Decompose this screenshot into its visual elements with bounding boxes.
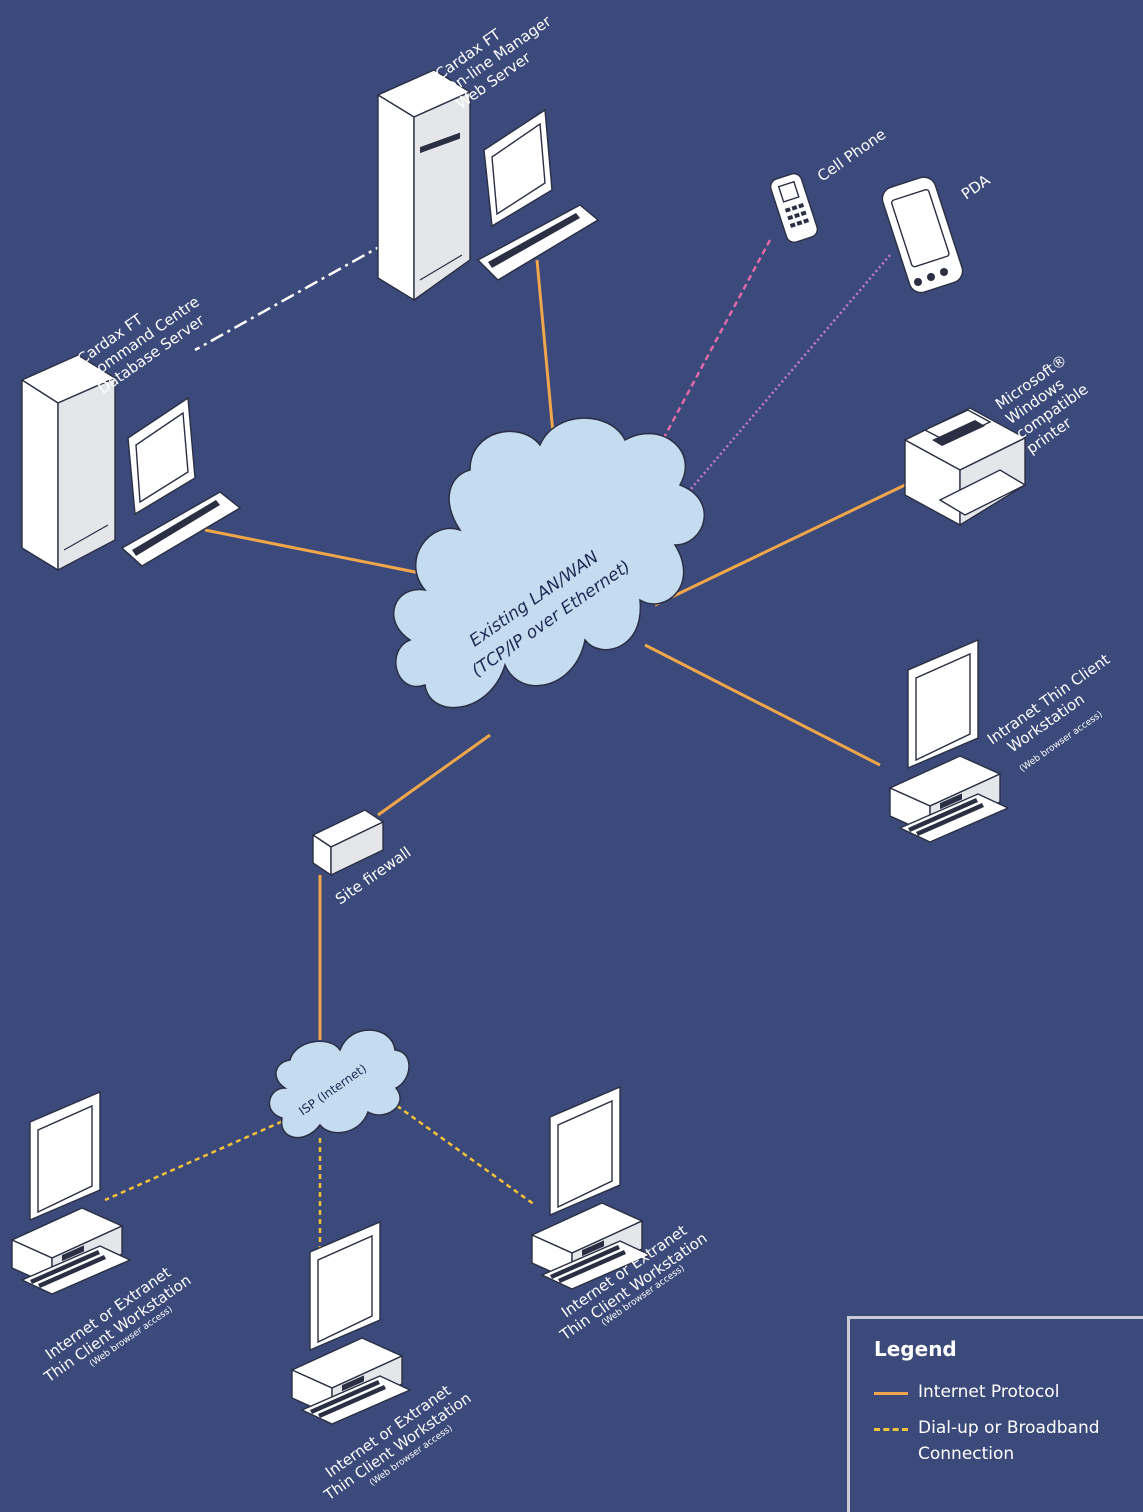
legend-item-label: Dial-up or Broadband Connection — [918, 1418, 1100, 1464]
link-web-db-server — [194, 240, 389, 352]
internet-protocol-links — [204, 259, 906, 1040]
site-firewall: Site firewall — [311, 809, 414, 908]
link-intranet-ws-lan — [644, 643, 881, 767]
legend-item-label: Internet Protocol — [918, 1382, 1060, 1402]
link-pda — [689, 254, 891, 491]
db-server: Cardax FT Command Centre Database Server — [20, 275, 242, 572]
ext-workstation-left: Internet or Extranet Thin Client Worksta… — [11, 1091, 194, 1387]
web-server: Cardax FT On-line Manager Web Server — [376, 0, 600, 302]
intranet-ws-label-line-1: Intranet Thin Client — [984, 650, 1113, 748]
svg-text:Cardax FT Command Centre: Cardax FT Command Centre Database Server — [74, 275, 217, 398]
link-web-server-lan — [535, 259, 557, 456]
printer: Microsoft® Windows compatible printer — [903, 351, 1092, 527]
lan-cloud: Existing LAN/WAN (TCP/IP over Ethernet) — [392, 417, 705, 709]
cell-phone-label: Cell Phone — [814, 125, 889, 185]
link-db-server-lan — [204, 528, 456, 582]
legend-item-internet-protocol: Internet Protocol — [874, 1379, 1143, 1405]
legend-item-dialup: Dial-up or Broadband Connection — [874, 1415, 1143, 1467]
legend-dashed-line-swatch — [874, 1428, 908, 1431]
link-printer-lan — [654, 483, 906, 607]
intranet-workstation: Intranet Thin Client Workstation (Web br… — [889, 639, 1113, 843]
link-isp-ext-left — [104, 1116, 291, 1202]
legend-title: Legend — [874, 1337, 957, 1361]
isp-cloud: ISP (Internet) — [268, 1029, 410, 1139]
cell-phone: Cell Phone — [769, 125, 889, 243]
ext-workstation-right: Internet or Extranet Thin Client Worksta… — [531, 1086, 710, 1345]
link-isp-ext-right — [374, 1088, 536, 1207]
link-lan-firewall — [377, 733, 491, 817]
link-cell-phone — [658, 239, 772, 446]
legend: Legend Internet Protocol Dial-up or Broa… — [847, 1316, 1143, 1512]
svg-text:Cardax FT On-line Manage: Cardax FT On-line Manager Web Server — [432, 0, 569, 113]
ext-workstation-bottom: Internet or Extranet Thin Client Worksta… — [291, 1221, 474, 1505]
pda-label: PDA — [958, 171, 994, 204]
legend-solid-line-swatch — [874, 1392, 908, 1395]
pda: PDA — [881, 171, 994, 294]
